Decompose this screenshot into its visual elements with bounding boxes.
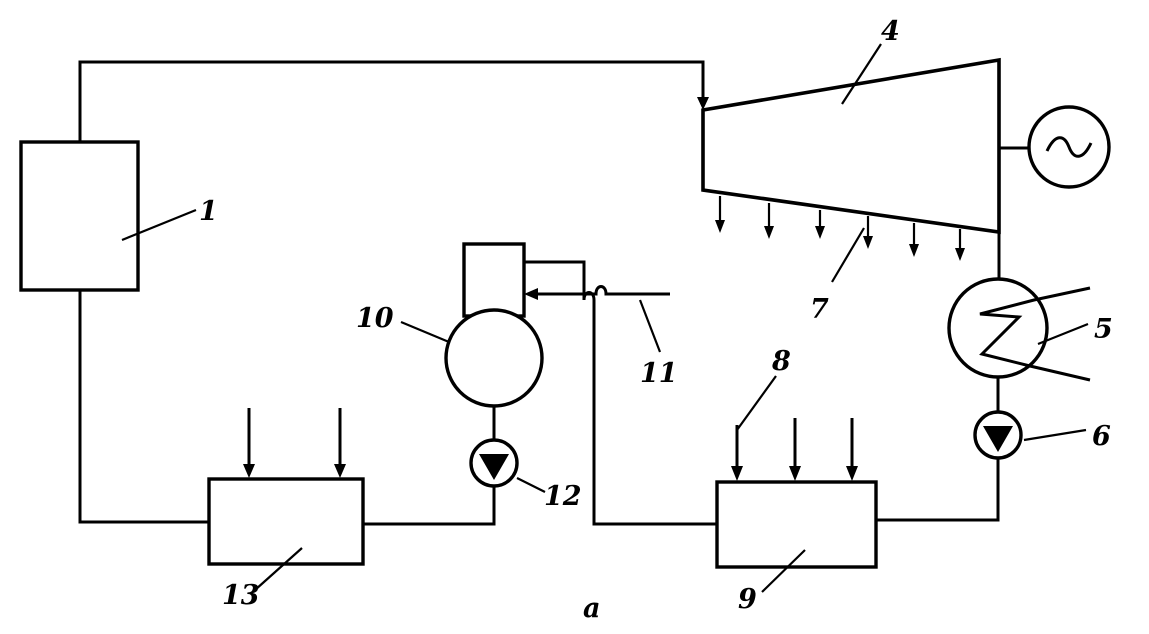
heater-9-input-arrows [731,418,858,481]
label-13: 13 [222,580,260,611]
condensate-pump-triangle-icon [983,426,1013,452]
label-6: 6 [1092,421,1111,452]
leader-6 [1023,428,1087,442]
input-arrowhead [846,466,858,481]
heater-13-input-arrows [243,408,346,478]
leader-4 [841,43,882,105]
leader-11 [638,299,662,353]
input-arrowhead [731,466,743,481]
main-steam-line [78,60,705,142]
extraction-arrowhead [955,248,965,261]
label-4: 4 [881,16,900,47]
leader-7 [831,227,865,283]
leader-12 [516,477,546,493]
generator-sine-icon [1045,136,1093,158]
heater-9-box [715,480,878,569]
makeup-water-arrowhead [524,288,538,300]
label-9: 9 [738,584,757,615]
leader-lines [121,43,1089,593]
condensate-to-heater-line [876,458,1000,522]
turbine-body [701,57,1001,235]
leader-13 [254,547,303,591]
deaerator-tank [444,308,544,408]
leader-8 [736,375,777,431]
figure-letter: a [583,593,601,624]
extraction-arrowhead [815,226,825,239]
condenser-coil [979,286,1091,382]
condenser-circle [947,277,1049,379]
extraction-arrowhead [909,244,919,257]
feed-line-boiler [78,290,209,524]
leader-1 [121,208,197,242]
extraction-arrowhead [863,236,873,249]
label-1: 1 [199,196,218,227]
label-11: 11 [640,358,678,389]
steam-inlet-arrow [697,97,709,110]
label-7: 7 [810,294,829,325]
label-12: 12 [544,481,582,512]
feed-pump-to-heater-line [363,486,496,526]
input-arrowhead [334,464,346,478]
boiler-box [19,140,140,292]
extraction-arrowhead [764,226,774,239]
heater-13-box [207,477,365,566]
leader-9 [761,549,806,593]
makeup-water-line [536,285,670,296]
leader-5 [1037,322,1089,346]
input-arrowhead [243,464,255,478]
extraction-arrows [715,196,965,261]
feed-pump-triangle-icon [479,454,509,480]
leader-10 [400,320,450,344]
label-5: 5 [1094,314,1113,345]
label-10: 10 [356,303,394,334]
deaerator-column [462,242,526,318]
extraction-arrowhead [715,220,725,233]
label-8: 8 [771,346,791,377]
input-arrowhead [789,466,801,481]
